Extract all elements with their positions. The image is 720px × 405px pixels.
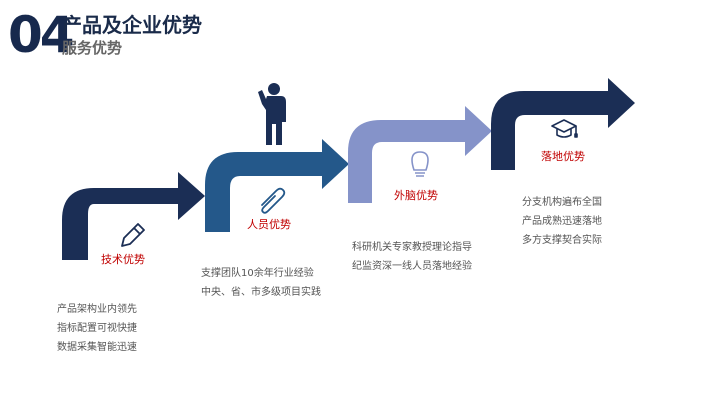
desc-line: 分支机构遍布全国 — [522, 197, 602, 208]
pencil-icon — [121, 223, 145, 247]
desc-line: 指标配置可视快捷 — [57, 323, 137, 334]
desc-line: 多方支撑契合实际 — [522, 235, 602, 246]
lightbulb-icon — [411, 151, 429, 177]
page-subtitle: 服务优势 — [62, 39, 123, 57]
desc-line: 科研机关专家教授理论指导 — [352, 242, 472, 253]
graduation-cap-icon — [551, 119, 578, 138]
person-icon — [258, 83, 286, 145]
desc-line: 中央、省、市多级项目实践 — [201, 287, 321, 298]
step-arrow-2 — [205, 139, 349, 232]
step-label-tech: 技术优势 — [101, 253, 145, 266]
step-arrow-1 — [62, 172, 205, 260]
desc-line: 产品架构业内领先 — [57, 304, 137, 315]
step-desc-experts: 科研机关专家教授理论指导 纪监资深一线人员落地经验 — [352, 238, 472, 276]
step-arrow-3 — [348, 106, 492, 203]
step-label-staff: 人员优势 — [247, 218, 291, 231]
step-desc-landing: 分支机构遍布全国 产品成熟迅速落地 多方支撑契合实际 — [522, 193, 602, 250]
step-desc-staff: 支撑团队10余年行业经验 中央、省、市多级项目实践 — [201, 264, 321, 302]
desc-line: 产品成熟迅速落地 — [522, 216, 602, 227]
page-title: 产品及企业优势 — [62, 13, 202, 37]
step-label-landing: 落地优势 — [541, 150, 585, 163]
step-label-experts: 外脑优势 — [394, 189, 438, 202]
paperclip-icon — [261, 187, 286, 214]
desc-line: 数据采集智能迅速 — [57, 342, 137, 353]
desc-line: 支撑团队10余年行业经验 — [201, 268, 314, 279]
desc-line: 纪监资深一线人员落地经验 — [352, 261, 472, 272]
step-desc-tech: 产品架构业内领先 指标配置可视快捷 数据采集智能迅速 — [57, 300, 137, 357]
step-arrow-4 — [491, 78, 635, 170]
section-number: 04 — [8, 6, 75, 64]
